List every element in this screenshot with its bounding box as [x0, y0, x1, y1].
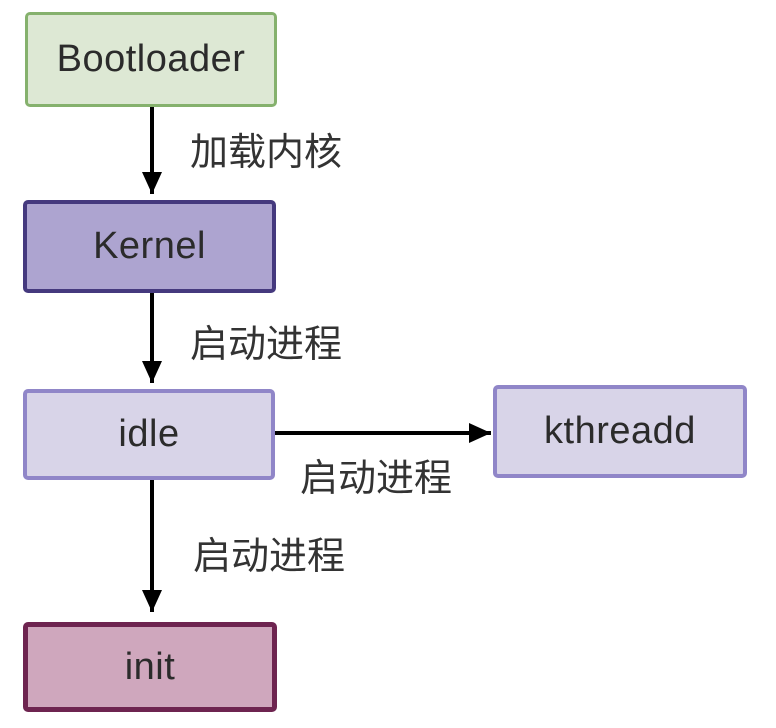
edge-label-start-process-kernel-idle: 启动进程	[190, 324, 343, 366]
node-bootloader: Bootloader	[25, 12, 277, 107]
edge-label-load-kernel: 加载内核	[190, 132, 343, 174]
node-init: init	[23, 622, 277, 712]
node-kthreadd-label: kthreadd	[544, 410, 696, 452]
node-idle-label: idle	[118, 413, 180, 455]
node-kernel: Kernel	[23, 200, 276, 293]
edge-label-start-process-idle-kthreadd: 启动进程	[300, 458, 453, 500]
node-kernel-label: Kernel	[93, 225, 206, 267]
node-bootloader-label: Bootloader	[56, 38, 246, 80]
node-idle: idle	[23, 389, 275, 480]
edge-label-start-process-idle-init: 启动进程	[193, 536, 346, 578]
node-init-label: init	[124, 645, 176, 688]
node-kthreadd: kthreadd	[493, 385, 747, 478]
